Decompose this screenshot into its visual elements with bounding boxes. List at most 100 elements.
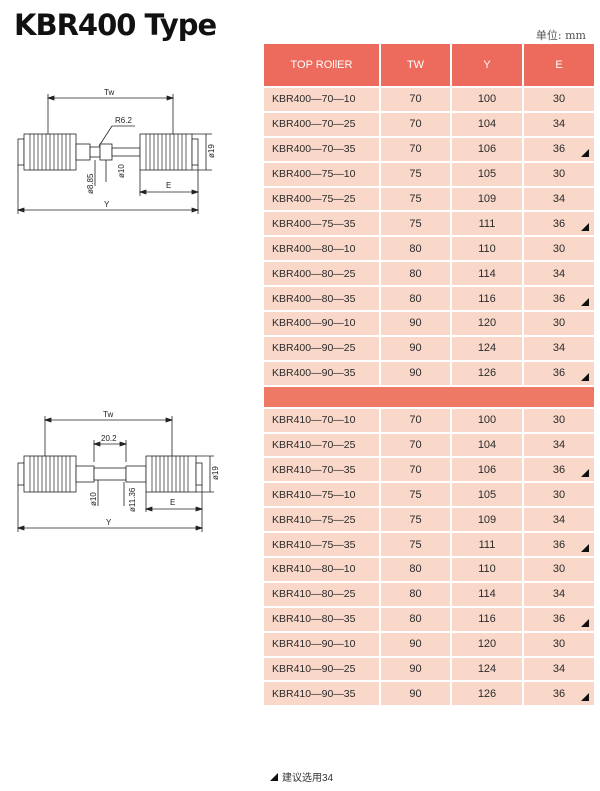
y-label-2: Y (106, 518, 112, 527)
radius-label-1: R6.2 (115, 116, 132, 125)
cell-tw: 80 (379, 605, 452, 633)
cell-e-value: 34 (552, 513, 566, 526)
cell-roller-name: KBR410—80—35 (262, 605, 381, 633)
cell-roller-name: KBR400—70—10 (262, 86, 381, 113)
roller-drawing-kbr410: Tw 20.2 ø19 ø10 ø11.36 E Y (16, 410, 220, 532)
cell-e-value: 36 (552, 217, 566, 230)
cell-tw: 70 (379, 406, 452, 434)
cell-tw: 70 (379, 86, 452, 113)
cell-e-value: 34 (552, 588, 566, 601)
cell-e: 36 (522, 285, 596, 313)
cell-roller-name: KBR400—90—35 (262, 359, 381, 387)
roller-drawing-kbr400: Tw R6.2 ø19 ø8.85 ø10 E Y (16, 88, 216, 214)
cell-tw: 70 (379, 456, 452, 484)
cell-tw: 70 (379, 135, 452, 163)
cell-tw: 75 (379, 506, 452, 534)
cell-e: 34 (522, 185, 596, 213)
cell-e-value: 34 (552, 663, 566, 676)
cell-e: 34 (522, 110, 596, 138)
cell-tw: 90 (379, 334, 452, 362)
cell-y: 104 (450, 431, 524, 459)
cell-y: 124 (450, 655, 524, 683)
cell-e-value: 30 (552, 638, 566, 651)
cell-e-value: 34 (552, 193, 566, 205)
cell-e: 30 (522, 235, 596, 263)
cell-e-value: 30 (552, 242, 566, 255)
cell-e: 30 (522, 406, 596, 434)
cell-e-value: 30 (552, 317, 566, 330)
cell-e-value: 30 (552, 488, 566, 501)
cell-y: 126 (450, 680, 524, 708)
d1136-label-2: ø11.36 (128, 487, 137, 512)
cell-e: 34 (522, 506, 596, 534)
legend-text: 建议选用34 (282, 773, 334, 784)
cell-tw: 90 (379, 310, 452, 337)
recommended-triangle-icon (581, 469, 589, 478)
d885-label-1: ø8.85 (86, 173, 95, 194)
recommended-triangle-icon (581, 223, 589, 232)
recommended-triangle-icon (581, 372, 589, 381)
d10-label-2: ø10 (89, 492, 98, 506)
cell-roller-name: KBR400—70—25 (262, 110, 381, 138)
tw-label-2: Tw (103, 410, 113, 419)
table-header-row: TOP ROllER TW Y E (262, 42, 596, 88)
legend: 建议选用34 (270, 769, 333, 784)
cell-roller-name: KBR410—90—25 (262, 655, 381, 683)
cell-e-value: 30 (552, 93, 566, 106)
d19-label-1: ø19 (207, 144, 216, 158)
cell-e-value: 30 (552, 414, 566, 427)
group-separator (262, 384, 596, 409)
cell-e: 36 (522, 135, 596, 163)
cell-y: 116 (450, 285, 524, 313)
cell-roller-name: KBR410—70—35 (262, 456, 381, 484)
cell-y: 116 (450, 605, 524, 633)
cell-e-value: 34 (552, 267, 566, 280)
tw-label-1: Tw (104, 88, 114, 97)
cell-y: 114 (450, 260, 524, 288)
header-e: E (522, 42, 596, 88)
cell-roller-name: KBR400—80—35 (262, 285, 381, 313)
recommended-triangle-icon (581, 693, 589, 702)
cell-e-value: 36 (552, 367, 566, 380)
cell-y: 110 (450, 235, 524, 263)
cell-y: 105 (450, 160, 524, 188)
cell-e: 34 (522, 260, 596, 288)
cell-y: 109 (450, 185, 524, 213)
cell-roller-name: KBR400—90—10 (262, 310, 381, 337)
recommended-triangle-icon (581, 544, 589, 553)
cell-e: 36 (522, 531, 596, 559)
cell-tw: 80 (379, 235, 452, 263)
cell-roller-name: KBR410—70—25 (262, 431, 381, 459)
cell-tw: 70 (379, 431, 452, 459)
recommended-triangle-icon (270, 772, 278, 781)
cell-y: 120 (450, 310, 524, 337)
cell-roller-name: KBR410—75—10 (262, 481, 381, 509)
cell-roller-name: KBR400—90—25 (262, 334, 381, 362)
cell-y: 104 (450, 110, 524, 138)
cell-e: 30 (522, 86, 596, 113)
cell-e-value: 34 (552, 342, 566, 355)
cell-e: 30 (522, 556, 596, 583)
cell-roller-name: KBR400—80—10 (262, 235, 381, 263)
d19-label-2: ø19 (211, 466, 220, 480)
cell-e-value: 36 (552, 613, 566, 626)
cell-y: 120 (450, 630, 524, 658)
cell-roller-name: KBR400—80—25 (262, 260, 381, 288)
cell-y: 105 (450, 481, 524, 509)
cell-tw: 90 (379, 630, 452, 658)
cell-roller-name: KBR410—90—10 (262, 630, 381, 658)
